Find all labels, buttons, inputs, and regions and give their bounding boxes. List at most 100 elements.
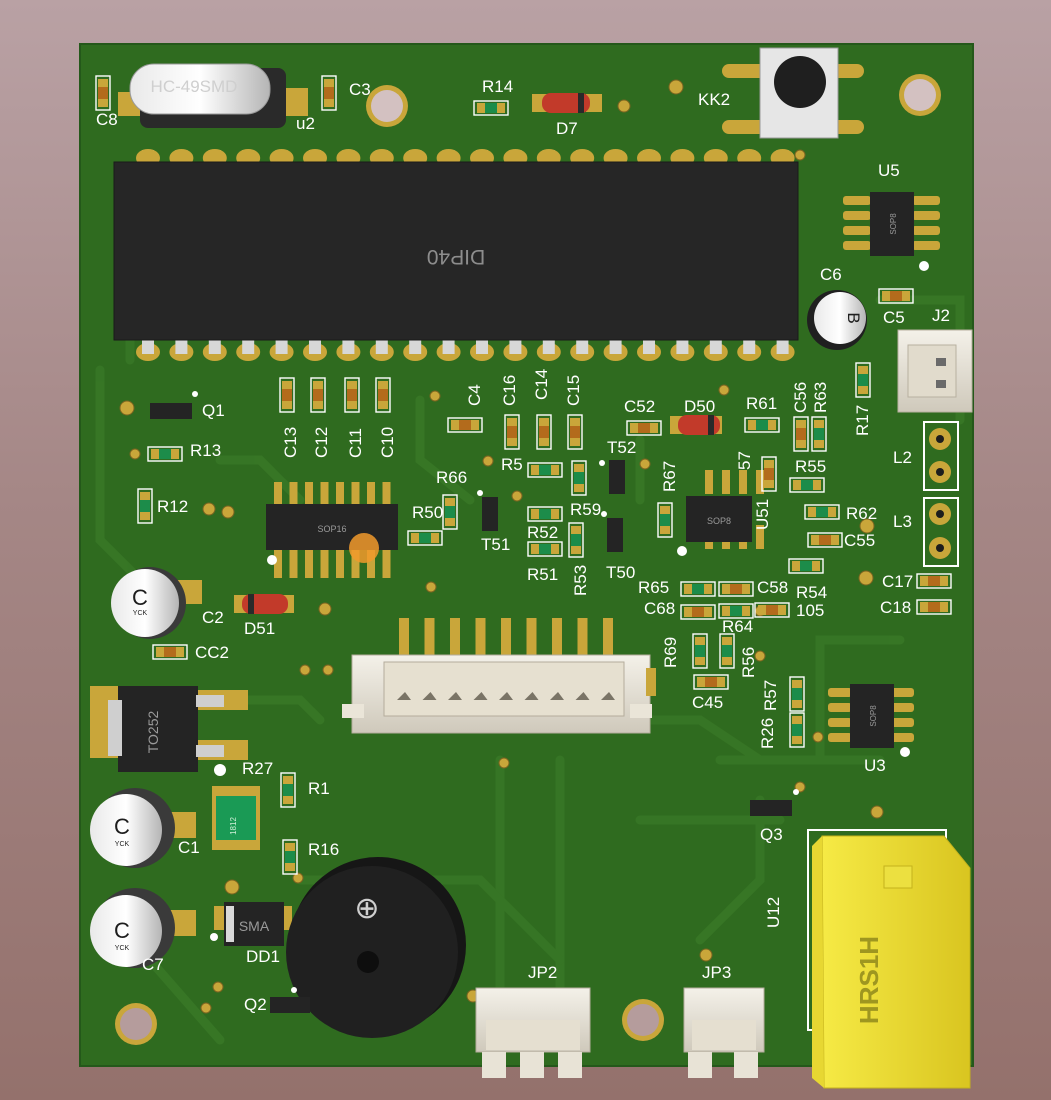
- q3-transistor: [750, 789, 799, 816]
- smd-resistor: [789, 676, 805, 712]
- c1-brand: YCK: [115, 841, 130, 848]
- silkscreen-labels: C8 C3 u2 R14 D7 KK2 U5 C6 C5 J2 Q1 R13 R…: [96, 77, 950, 1014]
- label-r56: R56: [739, 647, 758, 678]
- label-q2: Q2: [244, 995, 267, 1014]
- label-c45: C45: [692, 693, 723, 712]
- label-r51: R51: [527, 565, 558, 584]
- label-r16: R16: [308, 840, 339, 859]
- dip-pin: [442, 338, 455, 354]
- dip-pin: [743, 338, 756, 354]
- smd-capacitor: [807, 532, 843, 548]
- header-pin: [424, 618, 435, 662]
- hrs1h-relay: HRS1H: [807, 829, 971, 1089]
- fuse-label: 1812: [229, 817, 238, 835]
- smd-resistor: [147, 446, 183, 462]
- sop16-pin: [320, 482, 329, 506]
- smd-resistor: [657, 502, 673, 538]
- sop16-ic: SOP16: [266, 482, 398, 578]
- label-c12: C12: [312, 427, 331, 458]
- label-r63: R63: [811, 382, 830, 413]
- smd-resistor: [789, 712, 805, 748]
- j2-connector[interactable]: [897, 329, 973, 413]
- header-pin: [552, 618, 562, 662]
- smd-capacitor: [344, 377, 360, 413]
- dip-pin: [542, 338, 555, 354]
- sop16-pin: [289, 482, 298, 506]
- smd-resistor: [719, 633, 735, 669]
- d50-diode: [670, 415, 722, 435]
- header-slot: [499, 692, 513, 700]
- smd-resistor: [718, 603, 754, 619]
- smd-capacitor: [793, 416, 809, 452]
- header-pin: [603, 618, 613, 662]
- label-r59: R59: [570, 500, 601, 519]
- crystal-hc49smd: HC-49SMD: [118, 63, 308, 128]
- dip40-ic: DIP40: [113, 149, 799, 361]
- label-c4: C4: [465, 384, 484, 406]
- u3-package-label: SOP8: [869, 705, 878, 727]
- label-r1: R1: [308, 779, 330, 798]
- header-pin: [501, 618, 511, 662]
- relay-label: HRS1H: [854, 936, 884, 1024]
- smd-capacitor: [680, 604, 716, 620]
- mounting-hole: [115, 1003, 157, 1045]
- label-105: 105: [796, 601, 824, 620]
- smd-resistor: [442, 494, 458, 530]
- u5-sop8-ic: SOP8: [843, 192, 940, 271]
- label-r55: R55: [795, 457, 826, 476]
- sop16-pin: [382, 482, 391, 506]
- label-r69: R69: [661, 637, 680, 668]
- smd-resistor: [282, 839, 298, 875]
- smd-resistor: [804, 504, 840, 520]
- header-slot: [524, 692, 539, 700]
- l2-jumper: [923, 421, 959, 491]
- to252-regulator: TO252: [90, 686, 248, 776]
- smd-capacitor: [761, 456, 777, 492]
- c1-electrolytic-capacitor: C YCK: [90, 788, 196, 868]
- dip-pin: [309, 338, 321, 354]
- smd-resistor: [527, 462, 563, 478]
- u3-sop8-ic: SOP8: [828, 684, 914, 757]
- label-t51: T51: [481, 535, 510, 554]
- label-t50: T50: [606, 563, 635, 582]
- smd-resistor: [527, 541, 563, 557]
- q1-transistor: [150, 391, 198, 419]
- c6-mark: B: [844, 312, 863, 323]
- label-r5: R5: [501, 455, 523, 474]
- sop16-pin: [336, 548, 344, 578]
- smd-resistor: [280, 772, 296, 808]
- smd-capacitor: [375, 377, 391, 413]
- header-slot: [550, 692, 564, 700]
- smd-resistor: [473, 100, 509, 116]
- label-dd1: DD1: [246, 947, 280, 966]
- header-slot: [473, 692, 488, 700]
- label-r61: R61: [746, 394, 777, 413]
- label-kk2: KK2: [698, 90, 730, 109]
- sop16-pin: [305, 482, 313, 506]
- header-pin: [450, 618, 460, 662]
- smd-resistor: [407, 530, 443, 546]
- smd-resistor: [527, 506, 563, 522]
- dip-pin: [375, 338, 388, 354]
- 9-pin-header-connector[interactable]: [342, 618, 656, 734]
- crystal-label: HC-49SMD: [151, 77, 238, 96]
- dip-pin: [476, 338, 488, 354]
- smd-resistor: [692, 633, 708, 669]
- jp3-connector[interactable]: [683, 987, 765, 1078]
- kk2-push-button[interactable]: [722, 47, 864, 139]
- mounting-hole: [366, 85, 408, 127]
- jp2-connector[interactable]: [475, 987, 591, 1078]
- label-c68: C68: [644, 599, 675, 618]
- t51-transistor: [477, 490, 498, 531]
- label-q3: Q3: [760, 825, 783, 844]
- sop16-pin: [351, 548, 360, 578]
- label-c58: C58: [757, 578, 788, 597]
- label-c7: C7: [142, 955, 164, 974]
- dip-pin: [676, 338, 689, 354]
- sop16-pin: [367, 482, 375, 506]
- label-c5: C5: [883, 308, 905, 327]
- smd-capacitor: [447, 417, 483, 433]
- label-t52: T52: [607, 438, 636, 457]
- sop16-pin: [289, 548, 298, 578]
- c7-mark: C: [114, 918, 130, 943]
